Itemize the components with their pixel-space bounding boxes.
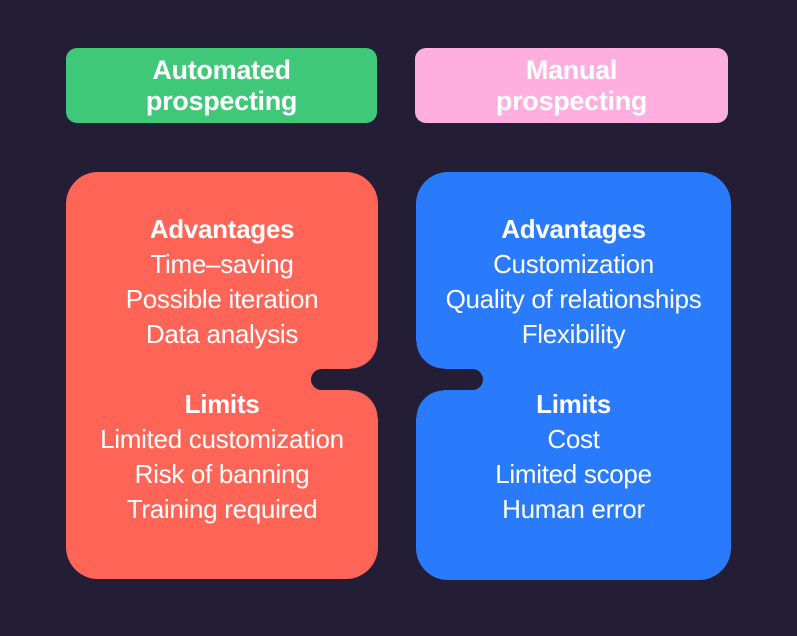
notch-fillet-bottom-right [416,390,444,418]
list-item: Quality of relationships [445,284,702,314]
header-automated-label: Automated prospecting [145,54,298,116]
manual-advantages-title: Advantages [501,214,646,244]
automated-advantages-title: Advantages [149,214,295,244]
list-item: Training required [126,494,318,524]
notch-fillet-top-right [416,341,444,369]
manual-limits-section: Limits Cost Limited scope Human error [416,387,731,527]
manual-advantages-section: Advantages Customization Quality of rela… [416,212,731,352]
list-item: Limited scope [495,459,652,489]
connector-notch-pill [311,369,483,390]
list-item: Customization [493,249,654,279]
header-manual-prospecting: Manual prospecting [415,48,728,123]
automated-limits-title: Limits [184,389,260,419]
list-item: Data analysis [145,319,299,349]
header-automated-prospecting: Automated prospecting [66,48,377,123]
list-item: Risk of banning [134,459,310,489]
list-item: Possible iteration [125,284,319,314]
header-manual-label: Manual prospecting [495,54,648,116]
list-item: Cost [547,424,600,454]
notch-fillet-top-left [350,341,378,369]
automated-advantages-section: Advantages Time–saving Possible iteratio… [66,212,378,352]
automated-limits-section: Limits Limited customization Risk of ban… [66,387,378,527]
manual-limits-title: Limits [536,389,611,419]
notch-fillet-bottom-left [350,390,378,418]
list-item: Limited customization [100,424,344,454]
list-item: Human error [502,494,645,524]
list-item: Time–saving [150,249,294,279]
list-item: Flexibility [521,319,626,349]
